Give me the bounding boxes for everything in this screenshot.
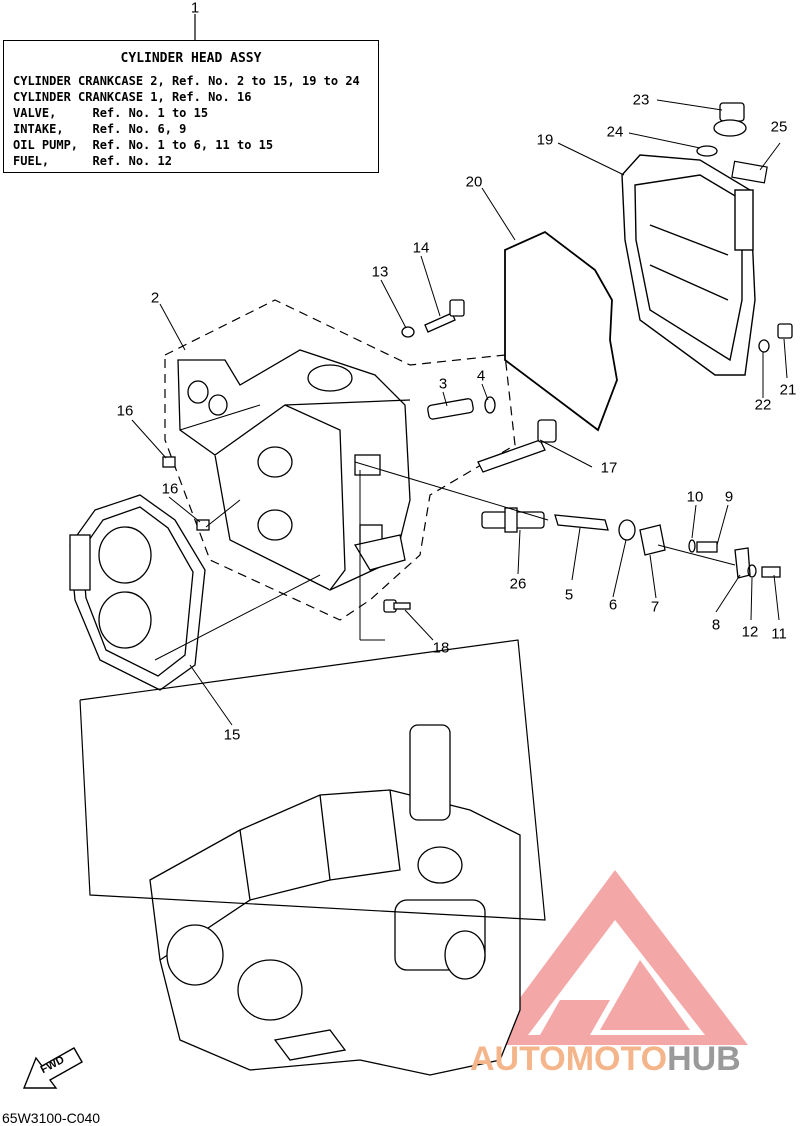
part-6 (618, 519, 636, 541)
washer-22 (758, 339, 770, 353)
legend-line: FUEL, Ref. No. 12 (13, 154, 172, 168)
legend-line: OIL PUMP, Ref. No. 1 to 6, 11 to 15 (13, 138, 274, 152)
leader-lines (131, 99, 788, 726)
watermark-text-part1: AUTOMOTO (470, 1040, 668, 1078)
callout-23: 23 (632, 91, 650, 109)
callout-7: 7 (650, 598, 660, 616)
callout-19: 19 (536, 131, 554, 149)
callout-11: 11 (771, 625, 787, 643)
cylinder-head-cover (621, 154, 756, 376)
callout-10: 10 (686, 488, 704, 506)
assembly-boundary-dashed (164, 299, 516, 621)
bolt-17 (477, 419, 557, 473)
washer-10 (688, 539, 696, 553)
washer-13 (401, 326, 415, 338)
callout-22: 22 (754, 396, 772, 414)
part-8 (734, 547, 751, 579)
cap-o-ring (696, 145, 718, 157)
fwd-arrow (22, 1047, 83, 1089)
part-7 (639, 524, 666, 556)
callout-16-upper: 16 (116, 402, 134, 420)
legend-line: CYLINDER CRANKCASE 2, Ref. No. 2 to 15, … (13, 74, 360, 88)
part-5 (554, 514, 609, 531)
legend-box: CYLINDER HEAD ASSY CYLINDER CRANKCASE 2,… (3, 40, 379, 173)
spark-plug (481, 507, 545, 533)
legend-line: INTAKE, Ref. No. 6, 9 (13, 122, 187, 136)
callout-15: 15 (223, 726, 241, 744)
watermark-text-part2: HUB (667, 1040, 741, 1078)
callout-6: 6 (608, 596, 618, 614)
callout-12: 12 (741, 623, 759, 641)
crankcase-block (149, 724, 521, 1076)
bolt-18 (383, 599, 411, 613)
caution-label (731, 160, 768, 184)
bolt-21 (777, 323, 793, 339)
callout-14: 14 (412, 239, 430, 257)
watermark-text: AUTOMOTOHUB (470, 1040, 741, 1079)
callout-3: 3 (438, 375, 448, 393)
dowel-16-upper (162, 456, 176, 468)
bolt-11 (761, 566, 781, 578)
cover-gasket (504, 230, 618, 432)
cylinder-head (177, 349, 411, 591)
gasket-to-block-outline (79, 639, 546, 921)
callout-20: 20 (465, 173, 483, 191)
callout-ref-1: 1 (190, 0, 200, 17)
legend-line: CYLINDER CRANKCASE 1, Ref. No. 16 (13, 90, 252, 104)
callout-13: 13 (371, 263, 389, 281)
callout-17: 17 (600, 459, 618, 477)
callout-2: 2 (150, 289, 160, 307)
oil-filler-cap (713, 102, 747, 137)
washer-12 (747, 564, 757, 578)
callout-26: 26 (509, 575, 527, 593)
callout-8: 8 (711, 616, 721, 634)
legend-title: CYLINDER HEAD ASSY (120, 51, 262, 66)
head-gasket (69, 494, 206, 691)
diagram-code: 65W3100-C040 (2, 1110, 101, 1126)
callout-21: 21 (779, 381, 797, 399)
callout-25: 25 (770, 118, 788, 136)
o-ring-4 (484, 396, 496, 414)
watermark-logo (485, 870, 748, 1045)
callout-18: 18 (432, 639, 450, 657)
bolt-9 (696, 541, 718, 553)
callout-5: 5 (564, 586, 574, 604)
valve-part-3 (427, 398, 474, 420)
callout-9: 9 (724, 488, 734, 506)
legend-line: VALVE, Ref. No. 1 to 15 (13, 106, 209, 120)
callout-16-lower: 16 (161, 480, 179, 498)
bolt-14 (424, 299, 465, 333)
callout-4: 4 (476, 367, 486, 385)
callout-24: 24 (606, 123, 624, 141)
